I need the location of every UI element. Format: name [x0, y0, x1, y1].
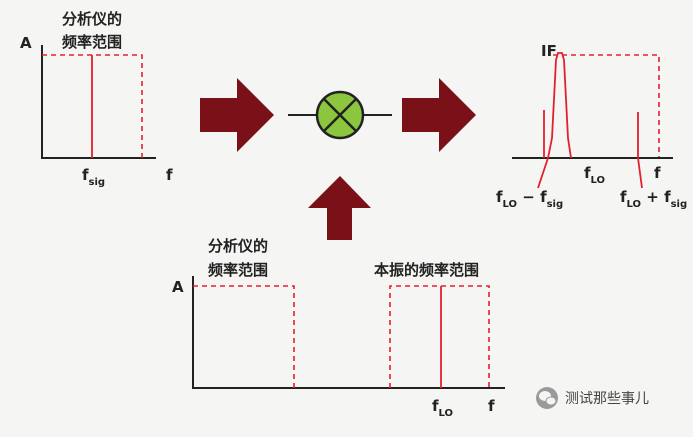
watermark-text: 测试那些事儿 [565, 391, 649, 407]
y-axis-label: A [172, 278, 184, 296]
lo-freq-label: fLO [432, 397, 453, 419]
sum-leader-line [637, 157, 643, 189]
analyzer-range-label-line2: 频率范围 [62, 33, 122, 51]
analyzer-range-label-line2: 频率范围 [208, 261, 268, 279]
difference-leader-line [537, 157, 549, 189]
bottom-panel: 分析仪的 频率范围 本振的频率范围 A fLO f [172, 237, 505, 419]
output-arrow [402, 78, 476, 152]
lo-range-box [389, 285, 490, 388]
y-axis-label: A [20, 34, 32, 52]
analyzer-range-label-line1: 分析仪的 [208, 237, 268, 255]
lo-range-label: 本振的频率范围 [374, 261, 479, 279]
analyzer-range-box [193, 285, 295, 388]
analyzer-range-label-line1: 分析仪的 [62, 10, 122, 28]
wechat-icon [536, 387, 558, 409]
right-panel: IF fLO f fLO − fsig fLO + fsig [496, 42, 687, 210]
top-left-panel: 分析仪的 频率范围 A fsig f [20, 10, 173, 188]
if-range-box [553, 54, 660, 158]
input-arrow [200, 78, 274, 152]
if-filter-curve [547, 52, 572, 159]
mixer-circle-x-icon [315, 90, 365, 140]
signal-freq-label: fsig [82, 166, 105, 188]
if-label: IF [541, 42, 557, 60]
axes [41, 45, 156, 159]
sum-freq-label: fLO + fsig [620, 188, 687, 210]
lo-freq-label: fLO [584, 164, 605, 186]
axes [192, 276, 505, 389]
x-axis-label: f [488, 397, 495, 415]
watermark: 测试那些事儿 [536, 387, 649, 409]
x-axis-label: f [166, 166, 173, 184]
lo-arrow [308, 176, 371, 240]
mixer [288, 90, 392, 140]
analyzer-range-box [42, 54, 143, 158]
difference-freq-label: fLO − fsig [496, 188, 563, 210]
x-axis-label: f [654, 164, 661, 182]
